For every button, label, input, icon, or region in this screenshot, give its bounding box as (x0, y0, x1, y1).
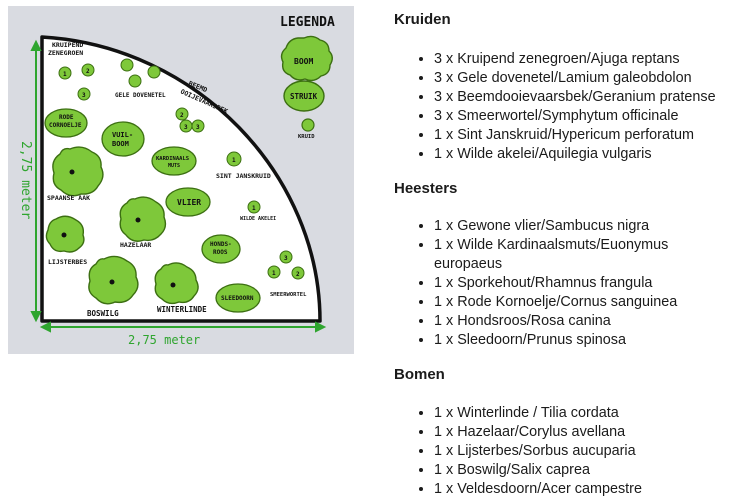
shrub-vlier (165, 187, 211, 217)
label-vuil: VUIL- (112, 131, 133, 139)
legend-shrub-icon (283, 80, 325, 112)
shrub-rode-cornoelje (44, 108, 88, 138)
herb-number: 2 (296, 271, 300, 278)
herb-beemd-1 (175, 107, 189, 121)
herb-beemd-3 (191, 119, 205, 133)
planting-bed (40, 35, 322, 323)
list-item: 1 x Veldesdoorn/Acer campestre (434, 480, 730, 499)
planting-plan-illustration: LEGENDA BOOM STRUIK KRUID 2,75 meter 2,7… (8, 6, 354, 354)
list-item: 3 x Smeerwortel/Symphytum officinale (434, 107, 730, 126)
legend-title: LEGENDA (280, 15, 335, 30)
list-item: 3 x Kruipend zenegroen/Ajuga reptans (434, 50, 730, 69)
tree-boswilg (88, 255, 139, 305)
shrub-vuilboom (101, 121, 145, 157)
label-boswilg: BOSWILG (87, 309, 119, 318)
label-lijsterbes: LIJSTERBES (48, 258, 87, 266)
label-spaanse-aak: SPAANSE AAK (47, 194, 90, 202)
herb-wilde-akelei (247, 200, 261, 214)
label-kruipend: KRUIPEND (52, 41, 83, 49)
tree-winterlinde (154, 262, 199, 305)
label-vlier: VLIER (177, 198, 201, 207)
list-heesters: 1 x Gewone vlier/Sambucus nigra 1 x Wild… (394, 217, 730, 350)
section-title-bomen: Bomen (394, 366, 445, 383)
label-kardinaals: KARDINAALS (156, 156, 189, 162)
list-item: 1 x Wilde Kardinaalsmuts/Euonymus europa… (434, 236, 730, 274)
list-item: 1 x Hondsroos/Rosa canina (434, 312, 730, 331)
label-roos: ROOS (213, 249, 228, 256)
list-item: 1 x Lijsterbes/Sorbus aucuparia (434, 442, 730, 461)
planting-plan-drawing: LEGENDA BOOM STRUIK KRUID 2,75 meter 2,7… (18, 15, 335, 347)
herb-number: 2 (86, 68, 90, 75)
herb-number: 1 (63, 71, 67, 78)
tree-hazelaar (119, 196, 167, 242)
list-item: 1 x Winterlinde / Tilia cordata (434, 404, 730, 423)
list-bomen: 1 x Winterlinde / Tilia cordata 1 x Haze… (394, 404, 730, 499)
list-item: 1 x Gewone vlier/Sambucus nigra (434, 217, 730, 236)
legend-tree-label: BOOM (294, 57, 313, 66)
herb-gele-dovenetel-3 (128, 74, 142, 88)
label-wilde-akelei: WILDE AKELEI (240, 216, 276, 222)
shrub-sleedoorn (215, 283, 261, 313)
tree-lijsterbes (45, 215, 85, 253)
list-item: 3 x Gele dovenetel/Lamium galeobdolon (434, 69, 730, 88)
legend-herb-label: KRUID (298, 134, 315, 140)
herb-sint-janskruid (226, 151, 242, 167)
herb-gele-dovenetel-1 (120, 58, 134, 72)
section-title-heesters: Heesters (394, 180, 458, 197)
shrub-hondsroos (201, 234, 241, 264)
label-winterlinde: WINTERLINDE (157, 305, 207, 314)
label-sleedoorn: SLEEDOORN (221, 295, 254, 302)
legend-tree-icon (280, 35, 333, 82)
horizontal-dimension-label: 2,75 meter (128, 333, 200, 347)
list-item: 3 x Beemdooievaarsbek/Geranium pratense (434, 88, 730, 107)
label-muts: MUTS (168, 163, 180, 169)
label-smeerwortel: SMEERWORTEL (270, 292, 307, 298)
shrub-kardinaalsmuts (151, 146, 197, 176)
list-item: 1 x Boswilg/Salix caprea (434, 461, 730, 480)
herb-kruipend-1 (58, 66, 72, 80)
herb-number: 3 (196, 124, 200, 131)
label-hazelaar: HAZELAAR (120, 241, 151, 249)
label-sint-janskruid: SINT JANSKRUID (216, 172, 271, 180)
herb-gele-dovenetel-2 (147, 65, 161, 79)
legend-shrub-label: STRUIK (290, 92, 318, 101)
label-cornoelje: CORNOELJE (49, 122, 82, 129)
label-gele-dovenetel: GELE DOVENETEL (115, 92, 166, 99)
herb-number: 3 (284, 255, 288, 262)
tree-spaanse-aak (52, 146, 104, 197)
list-item: 1 x Sporkehout/Rhamnus frangula (434, 274, 730, 293)
herb-number: 1 (232, 157, 236, 164)
label-boom: BOOM (112, 140, 129, 148)
list-kruiden: 3 x Kruipend zenegroen/Ajuga reptans 3 x… (394, 50, 730, 164)
herb-kruipend-3 (77, 87, 91, 101)
label-rode: RODE (59, 114, 74, 121)
label-zenegroen: ZENEGROEN (48, 49, 83, 57)
herb-number: 3 (82, 92, 86, 99)
list-item: 1 x Rode Kornoelje/Cornus sanguinea (434, 293, 730, 312)
vertical-dimension-line (30, 39, 42, 323)
herb-number: 3 (184, 124, 188, 131)
list-item: 1 x Wilde akelei/Aquilegia vulgaris (434, 145, 730, 164)
list-item: 1 x Hazelaar/Corylus avellana (434, 423, 730, 442)
herb-number: 2 (180, 112, 184, 119)
vertical-dimension-label: 2,75 meter (18, 141, 33, 219)
herb-number: 1 (252, 205, 256, 212)
legend-herb-icon (301, 118, 315, 132)
label-honds: HONDS- (210, 241, 232, 248)
herb-smeerwortel-3 (291, 266, 305, 280)
section-title-kruiden: Kruiden (394, 11, 451, 28)
herb-number: 1 (272, 270, 276, 277)
herb-smeerwortel-1 (279, 250, 293, 264)
list-item: 1 x Sleedoorn/Prunus spinosa (434, 331, 730, 350)
horizontal-dimension-line (39, 321, 327, 333)
list-item: 1 x Sint Janskruid/Hypericum perforatum (434, 126, 730, 145)
herb-smeerwortel-2 (267, 265, 281, 279)
herb-kruipend-2 (81, 63, 95, 77)
